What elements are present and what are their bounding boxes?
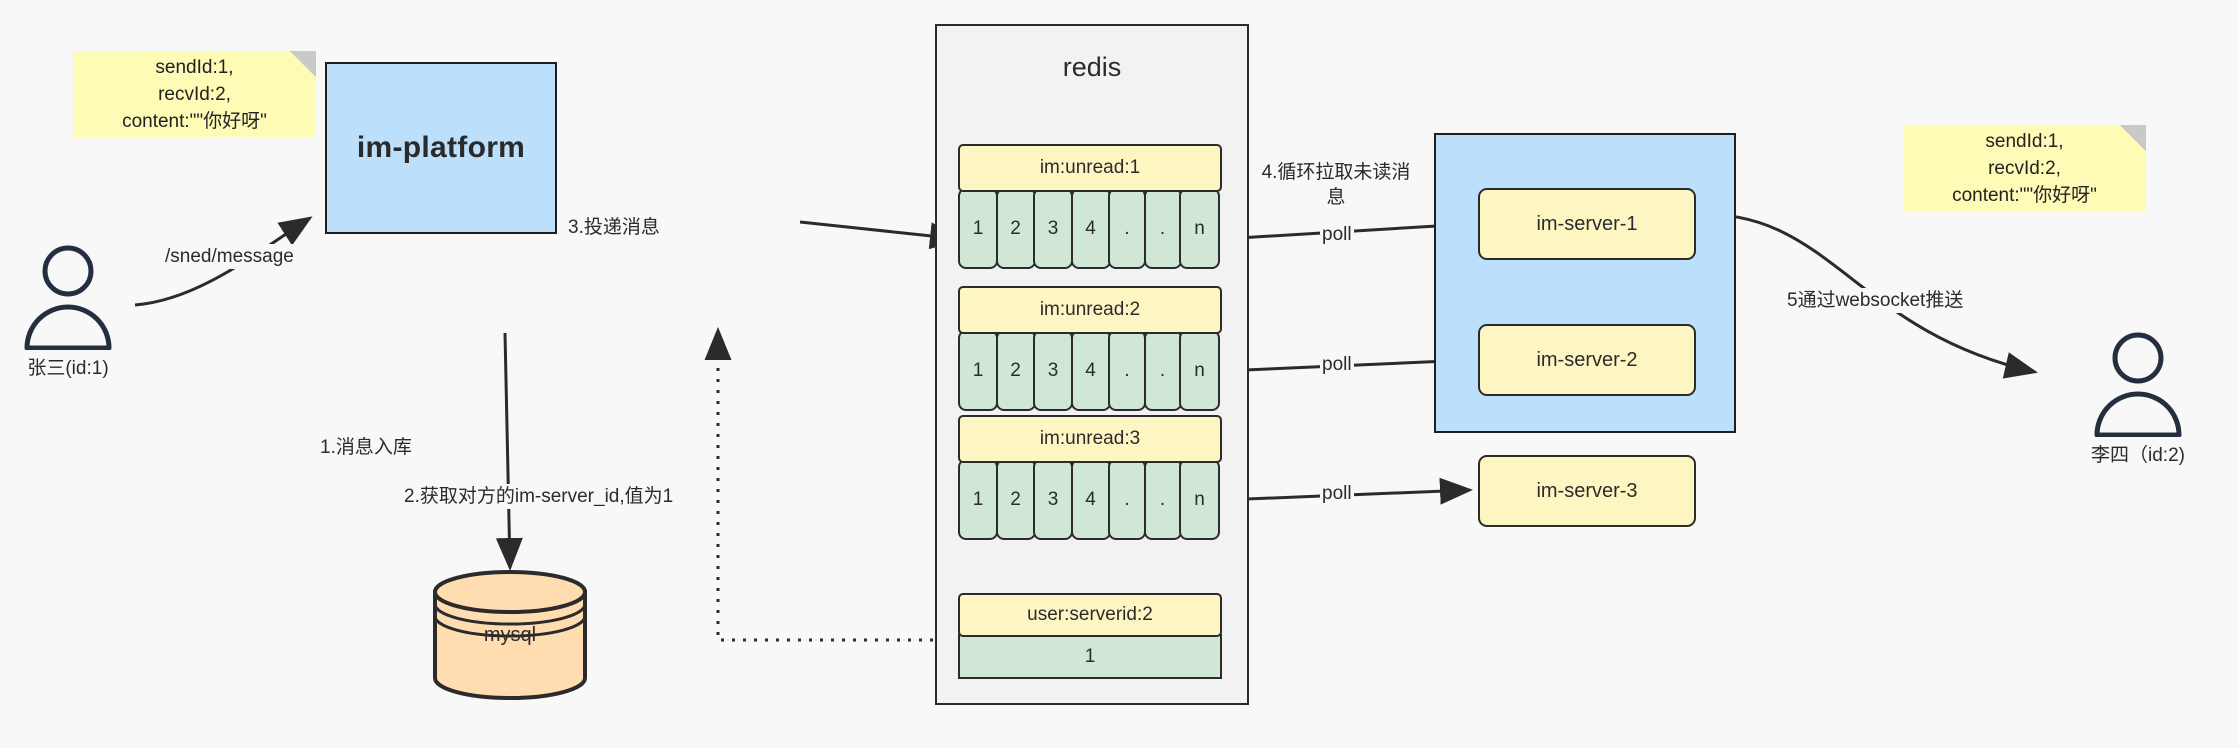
redis-key-header-1: im:unread:2 (958, 286, 1222, 334)
edge-label-step5: 5通过websocket推送 (1785, 288, 1966, 313)
note-right-line-3: content:""你好呀" (1952, 184, 2097, 206)
edge-label-step4: 4.循环拉取未读消息 (1254, 160, 1418, 210)
redis-cell: 2 (995, 188, 1036, 269)
database-cylinder-icon (433, 570, 587, 700)
edge-label-step2: 2.获取对方的im-server_id,值为1 (402, 484, 676, 509)
redis-key-value-user-serverid: 1 (958, 634, 1222, 679)
redis-cell: n (1179, 188, 1220, 269)
node-im-platform-label: im-platform (356, 131, 526, 164)
actor-sender-label: 张三(id:1) (27, 358, 109, 379)
redis-cell: 2 (995, 330, 1036, 411)
actor-receiver: 李四（id:2) (2090, 332, 2186, 466)
node-im-server-2[interactable]: im-server-2 (1478, 324, 1696, 396)
redis-cell: . (1143, 330, 1182, 411)
note-right: sendId:1, recvId:2, content:""你好呀" (1903, 125, 2146, 211)
actor-sender: 张三(id:1) (20, 245, 116, 379)
node-im-server-1-label: im-server-1 (1536, 212, 1638, 235)
node-mysql-label: mysql (483, 623, 537, 646)
redis-key-block-0: im:unread:1 1 2 3 4 . . n (958, 144, 1222, 269)
user-icon (24, 245, 112, 350)
redis-cell: n (1179, 459, 1220, 540)
node-im-server-1[interactable]: im-server-1 (1478, 188, 1696, 260)
redis-cell: 1 (958, 188, 998, 269)
node-im-platform[interactable]: im-platform (325, 62, 557, 234)
redis-cell: n (1179, 330, 1220, 411)
node-im-server-3[interactable]: im-server-3 (1478, 455, 1696, 527)
redis-cell: 4 (1070, 330, 1111, 411)
redis-cell: 3 (1033, 459, 1073, 540)
redis-cell: 1 (958, 330, 998, 411)
note-fold-icon (2120, 125, 2146, 151)
redis-key-cells-2: 1 2 3 4 . . n (958, 459, 1222, 540)
redis-cell: 3 (1033, 330, 1073, 411)
edge-label-poll-3: poll (1320, 481, 1354, 506)
node-im-server-3-label: im-server-3 (1536, 479, 1638, 502)
edge-redis-to-platform-dotted (704, 327, 955, 642)
redis-key-header-0: im:unread:1 (958, 144, 1222, 192)
user-icon (2094, 332, 2182, 437)
redis-cell: 4 (1070, 188, 1111, 269)
edge-label-poll-2: poll (1320, 352, 1354, 377)
redis-key-block-1: im:unread:2 1 2 3 4 . . n (958, 286, 1222, 411)
note-left-line-1: sendId:1, (155, 56, 234, 78)
note-right-line-2: recvId:2, (1988, 157, 2061, 179)
edge-platform-to-mysql (495, 332, 523, 571)
note-left-line-3: content:""你好呀" (122, 110, 267, 132)
redis-cell: 2 (995, 459, 1036, 540)
redis-key-header-2: im:unread:3 (958, 415, 1222, 463)
redis-key-cells-1: 1 2 3 4 . . n (958, 330, 1222, 411)
edge-label-poll-1: poll (1320, 222, 1354, 247)
redis-cell: 1 (958, 459, 998, 540)
redis-cell: . (1143, 459, 1182, 540)
node-redis-label: redis (1062, 52, 1122, 82)
redis-cell: . (1143, 188, 1182, 269)
redis-key-block-user-serverid: user:serverid:2 1 (958, 593, 1222, 679)
note-right-line-1: sendId:1, (1985, 130, 2064, 152)
edge-label-send-message: /sned/message (163, 244, 296, 269)
note-fold-icon (290, 51, 316, 77)
redis-key-header-user-serverid: user:serverid:2 (958, 593, 1222, 637)
note-left: sendId:1, recvId:2, content:""你好呀" (73, 51, 316, 137)
redis-cell: . (1108, 188, 1146, 269)
note-left-line-2: recvId:2, (158, 83, 231, 105)
edge-label-step3: 3.投递消息 (566, 215, 662, 240)
node-mysql[interactable]: mysql (430, 570, 590, 700)
redis-cell: . (1108, 330, 1146, 411)
redis-key-block-2: im:unread:3 1 2 3 4 . . n (958, 415, 1222, 540)
redis-cell: . (1108, 459, 1146, 540)
node-im-server-2-label: im-server-2 (1536, 348, 1638, 371)
edge-label-step1: 1.消息入库 (318, 435, 414, 460)
redis-cell: 4 (1070, 459, 1111, 540)
actor-receiver-label: 李四（id:2) (2091, 445, 2185, 466)
redis-key-cells-0: 1 2 3 4 . . n (958, 188, 1222, 269)
redis-cell: 3 (1033, 188, 1073, 269)
